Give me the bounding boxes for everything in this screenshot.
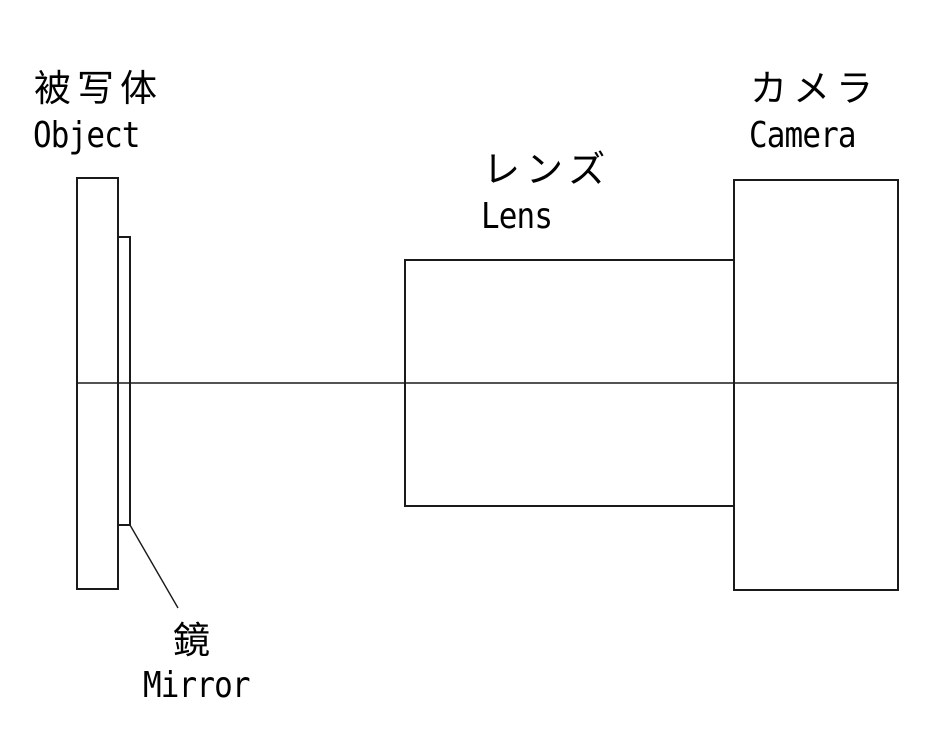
lens-label-jp: レンズ [483, 148, 612, 191]
mirror-leader-line [129, 524, 179, 609]
camera-label-jp: カメラ [750, 67, 879, 110]
object-label-en: Object [33, 115, 141, 156]
object-label-jp: 被写体 [34, 67, 163, 110]
lens-label-en: Lens [481, 196, 553, 237]
mirror-block [117, 236, 131, 526]
mirror-label-jp: 鏡 [173, 619, 216, 662]
camera-label-en: Camera [749, 115, 857, 156]
camera-block [733, 179, 899, 591]
mirror-label-en: Mirror [143, 665, 251, 706]
